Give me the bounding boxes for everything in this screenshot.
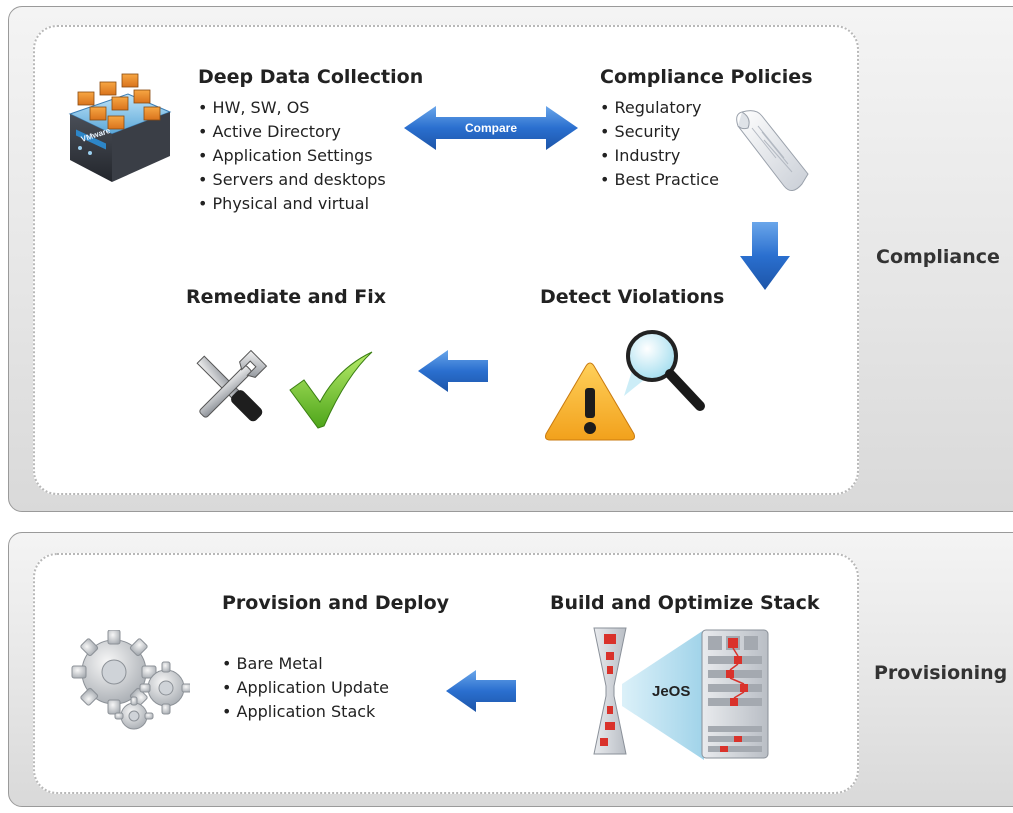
jeos-stack-icon: JeOS bbox=[590, 626, 780, 766]
compliance-label: Compliance bbox=[876, 246, 1000, 268]
down-arrow-icon bbox=[740, 222, 790, 294]
data-collection-title: Deep Data Collection bbox=[198, 66, 424, 88]
policies-title: Compliance Policies bbox=[600, 66, 813, 88]
scroll-icon bbox=[732, 104, 816, 198]
list-item: Regulatory bbox=[600, 96, 719, 120]
list-item: Application Settings bbox=[198, 144, 386, 168]
list-item: Security bbox=[600, 120, 719, 144]
list-item: Best Practice bbox=[600, 168, 719, 192]
provisioning-label: Provisioning bbox=[874, 662, 1008, 684]
checkmark-icon bbox=[288, 350, 376, 434]
data-collection-list: HW, SW, OS Active Directory Application … bbox=[198, 96, 386, 216]
deploy-title: Provision and Deploy bbox=[222, 592, 450, 614]
list-item: Industry bbox=[600, 144, 719, 168]
compliance-panel bbox=[8, 6, 1013, 512]
tools-icon bbox=[184, 346, 274, 434]
warning-icon bbox=[542, 326, 638, 446]
server-stack-icon: VMware bbox=[60, 52, 180, 196]
magnifier-icon bbox=[604, 326, 714, 420]
remediate-title: Remediate and Fix bbox=[186, 286, 387, 308]
list-item: Active Directory bbox=[198, 120, 386, 144]
left-arrow-icon bbox=[446, 670, 516, 716]
list-item: Application Update bbox=[222, 676, 389, 700]
list-item: Servers and desktops bbox=[198, 168, 386, 192]
compare-arrow-icon: Compare bbox=[404, 104, 578, 156]
left-arrow-icon bbox=[418, 350, 488, 396]
list-item: HW, SW, OS bbox=[198, 96, 386, 120]
compare-label: Compare bbox=[465, 121, 517, 135]
detect-title: Detect Violations bbox=[540, 286, 725, 308]
jeos-label: JeOS bbox=[652, 683, 690, 700]
policies-list: Regulatory Security Industry Best Practi… bbox=[600, 96, 719, 192]
gears-icon bbox=[70, 629, 193, 738]
list-item: Bare Metal bbox=[222, 652, 389, 676]
list-item: Physical and virtual bbox=[198, 192, 386, 216]
list-item: Application Stack bbox=[222, 700, 389, 724]
build-title: Build and Optimize Stack bbox=[550, 592, 820, 614]
deploy-list: Bare Metal Application Update Applicatio… bbox=[222, 652, 389, 724]
compliance-content bbox=[33, 25, 859, 495]
